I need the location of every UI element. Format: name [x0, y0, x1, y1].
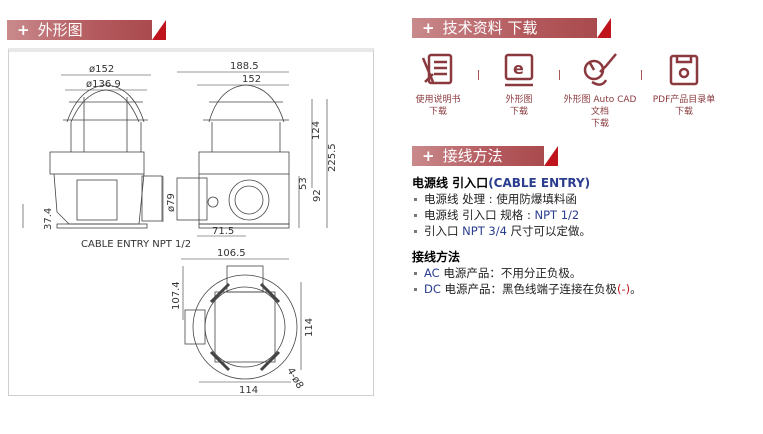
divider [641, 70, 642, 80]
dim-d152: ø152 [89, 64, 114, 75]
dim-h225: 225.5 [327, 143, 338, 172]
dim-h107: 107.4 [171, 281, 182, 310]
divider [478, 70, 479, 80]
manual-icon [421, 53, 453, 85]
cable-entry-list: 电源线 处理 : 使用防爆填料函 电源线 引入口 规格 : NPT 1/2 引入… [412, 191, 642, 239]
downloads-header: +技术资料 下载 [412, 18, 611, 38]
list-item: DC 电源产品：黑色线端子连接在负极(-)。 [412, 281, 642, 297]
pdf-catalog-icon [669, 54, 699, 86]
download-cad[interactable]: 外形图 Auto CAD文档下载 [561, 52, 639, 130]
top-view [184, 265, 298, 380]
wiring-section: 电源线 引入口(CABLE ENTRY) 电源线 处理 : 使用防爆填料函 电源… [412, 175, 642, 307]
cable-entry-title: 电源线 引入口(CABLE ENTRY) [412, 176, 591, 190]
dim-w106: 106.5 [217, 248, 246, 259]
dim-d79: ø79 [166, 193, 177, 212]
cable-entry-note: CABLE ENTRY NPT 1/2 [81, 239, 191, 250]
outline-header-title: 外形图 [37, 21, 83, 39]
cad-icon [583, 53, 617, 86]
side-view [176, 84, 290, 229]
download-manual[interactable]: 使用说明书下载 [400, 52, 476, 118]
dim-h114-vertical: 114 [304, 318, 315, 337]
list-item: 引入口 NPT 3/4 尺寸可以定做。 [412, 223, 642, 239]
download-pdf-catalog[interactable]: PDF产品目录单下载 [644, 52, 724, 118]
list-item: 电源线 引入口 规格 : NPT 1/2 [412, 207, 642, 223]
list-item: 电源线 处理 : 使用防爆填料函 [412, 191, 642, 207]
wiring-header-title: 接线方法 [442, 147, 503, 165]
list-item: AC 电源产品：不用分正负极。 [412, 265, 642, 281]
dim-d136: ø136.9 [86, 79, 121, 90]
dim-holes: 4-ø8 [284, 366, 305, 391]
dim-w188: 188.5 [230, 61, 259, 72]
divider [559, 70, 560, 80]
wiring-method-list: AC 电源产品：不用分正负极。 DC 电源产品：黑色线端子连接在负极(-)。 [412, 265, 642, 297]
dim-h53: 53 [298, 177, 309, 190]
dim-w114: 114 [239, 385, 258, 396]
download-outline[interactable]: e 外形图下载 [481, 52, 557, 118]
wiring-header: +接线方法 [412, 146, 558, 166]
outline-drawing: ø152 ø136.9 188.5 152 124 225.5 53 92 ø7… [22, 61, 338, 396]
dim-w71: 71.5 [212, 226, 234, 237]
downloads-header-title: 技术资料 下载 [442, 19, 538, 37]
front-view [49, 84, 163, 229]
monitor-icon: e [504, 53, 534, 87]
dim-h37: 37.4 [43, 208, 54, 230]
outline-header: +外形图 [7, 20, 166, 40]
svg-text:e: e [513, 59, 524, 78]
outline-drawing-frame: ø152 ø136.9 188.5 152 124 225.5 53 92 ø7… [8, 48, 374, 396]
dim-h92: 92 [312, 189, 323, 202]
dim-w152: 152 [242, 74, 261, 85]
wiring-method-title: 接线方法 [412, 250, 461, 264]
dim-h124: 124 [311, 121, 322, 140]
